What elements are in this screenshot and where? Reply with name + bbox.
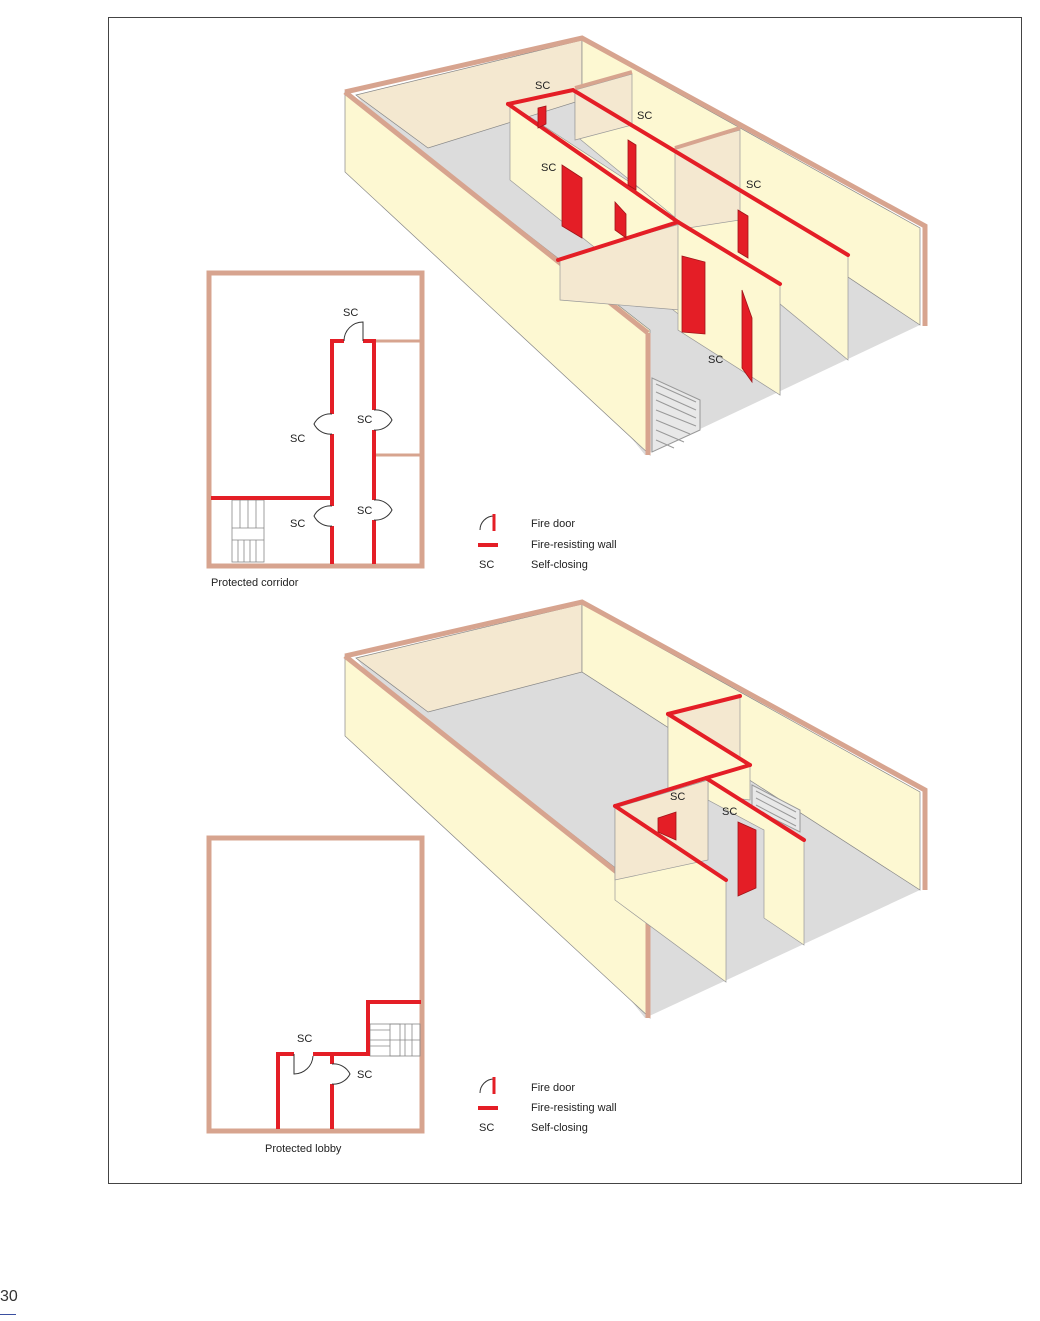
bottom-fire-walls <box>613 694 806 882</box>
plan-corridor-label-3: SC <box>290 433 305 445</box>
top-iso-label-3: SC <box>541 162 556 174</box>
plan-lobby-label-2: SC <box>357 1069 372 1081</box>
plan-top-fire-walls <box>211 339 376 564</box>
page-number: 30 <box>0 1288 18 1305</box>
bottom-legend-sc-text: Self-closing <box>531 1122 588 1134</box>
top-legend-sc-key: SC <box>479 559 494 571</box>
fire-door-icon <box>479 1078 495 1094</box>
bottom-iso-building <box>343 599 928 1019</box>
plan-protected-corridor <box>206 270 425 569</box>
bottom-back-wall-right <box>581 603 921 891</box>
plan-lobby-label-1: SC <box>297 1033 312 1045</box>
bottom-legend <box>478 1077 498 1110</box>
fire-door-icon <box>479 515 495 531</box>
top-iso-label-5: SC <box>708 354 723 366</box>
plan-top-door-swings <box>313 321 393 527</box>
top-iso-label-1: SC <box>535 80 550 92</box>
top-stairs <box>651 377 701 453</box>
bottom-legend-fire-wall: Fire-resisting wall <box>531 1102 617 1114</box>
bottom-iso-label-1: SC <box>670 791 685 803</box>
top-iso-label-4: SC <box>746 179 761 191</box>
top-iso-label-2: SC <box>637 110 652 122</box>
bottom-outer-wall-top <box>344 599 928 890</box>
bottom-fire-doors <box>657 811 757 897</box>
top-outer-wall-top <box>344 35 928 326</box>
plan-corridor-label-2: SC <box>357 414 372 426</box>
plan-corridor-label-5: SC <box>290 518 305 530</box>
top-legend <box>478 514 498 547</box>
plan-protected-lobby <box>206 835 425 1134</box>
top-legend-fire-door: Fire door <box>531 518 575 530</box>
page-number-rule <box>0 1314 16 1315</box>
plan-bottom-door-swings <box>293 1054 351 1085</box>
top-iso-building <box>343 35 928 456</box>
plan-corridor-caption: Protected corridor <box>211 577 299 589</box>
figure-frame <box>108 17 1022 1184</box>
top-legend-sc-text: Self-closing <box>531 559 588 571</box>
plan-corridor-label-4: SC <box>357 505 372 517</box>
bottom-legend-fire-door: Fire door <box>531 1082 575 1094</box>
plan-bottom-fire-walls <box>276 1000 421 1129</box>
plan-corridor-label-1: SC <box>343 307 358 319</box>
bottom-legend-sc-key: SC <box>479 1122 494 1134</box>
top-fire-walls <box>506 87 850 286</box>
top-fire-doors <box>537 105 753 384</box>
plan-lobby-caption: Protected lobby <box>265 1143 342 1155</box>
bottom-stairs <box>751 784 801 833</box>
bottom-iso-label-2: SC <box>722 806 737 818</box>
top-legend-fire-wall: Fire-resisting wall <box>531 539 617 551</box>
